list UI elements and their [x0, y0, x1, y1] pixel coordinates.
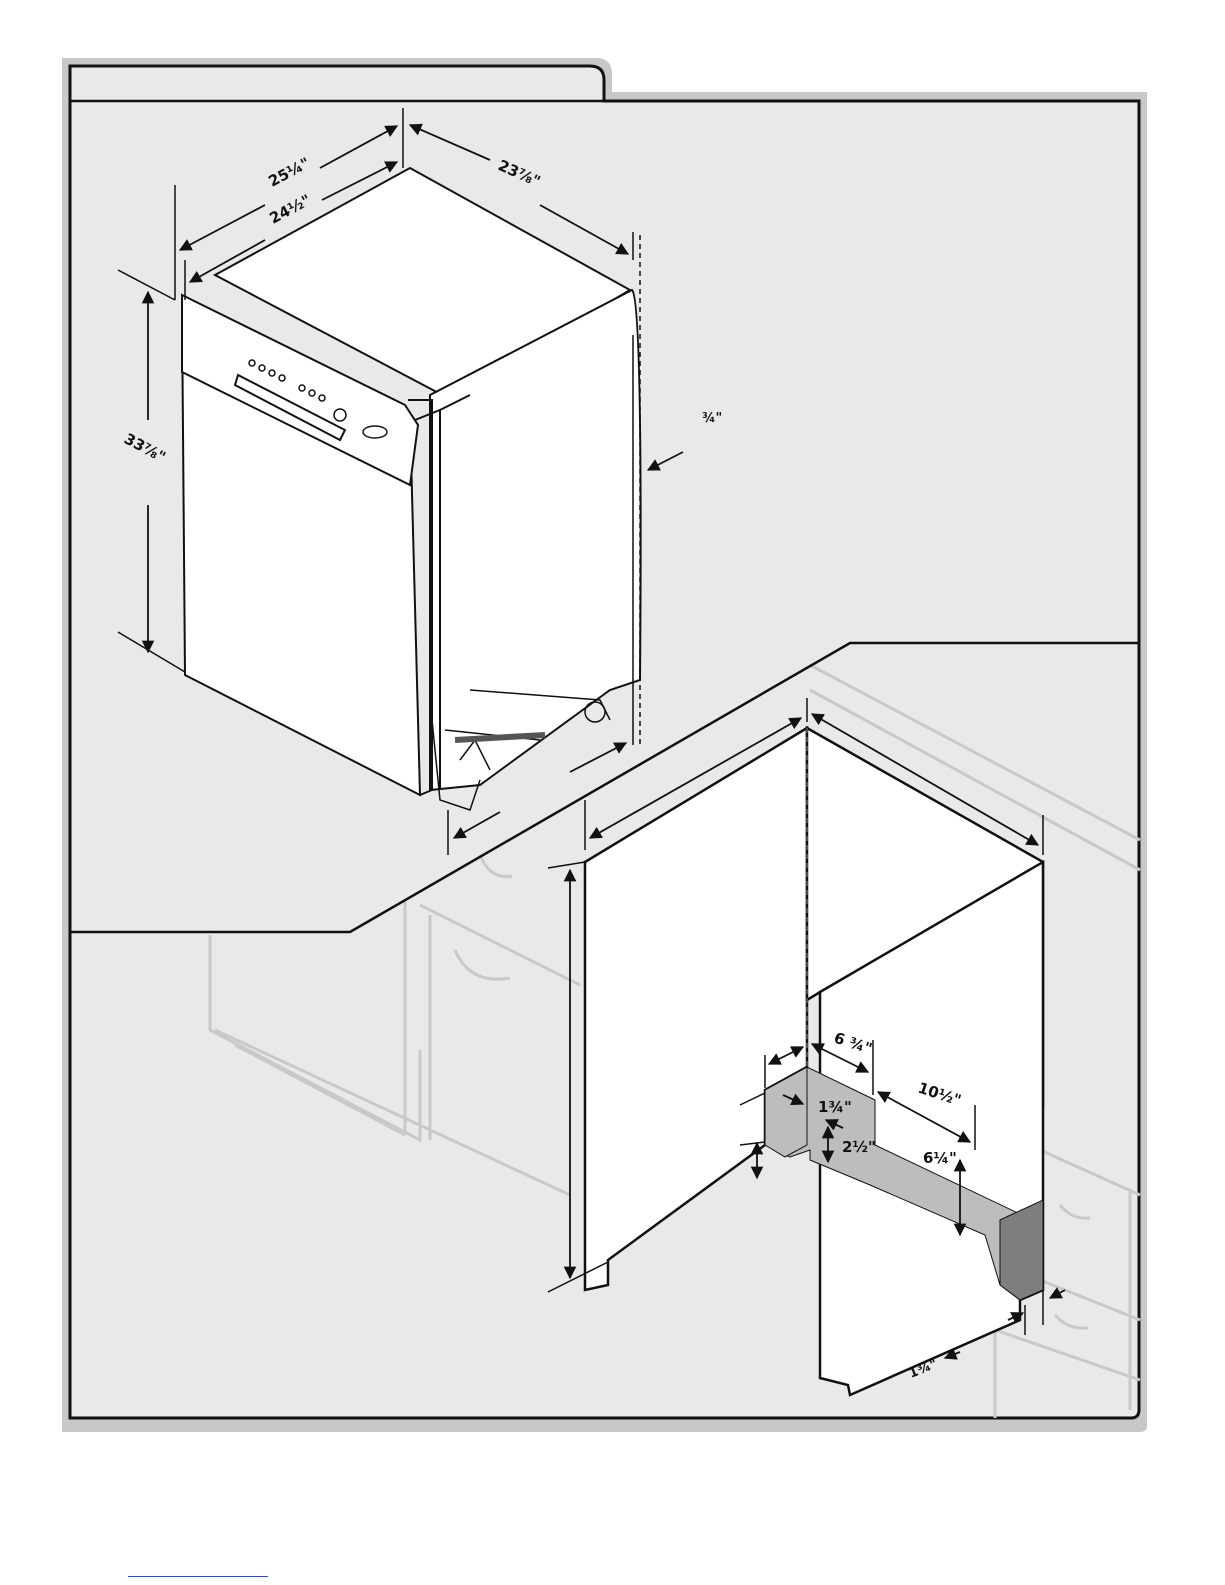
dim-1-3-4-upper: 1¾": [818, 1098, 852, 1116]
dishwasher: [182, 168, 641, 795]
dim-6-1-4: 6¼": [923, 1149, 957, 1167]
dim-side-gap: ¾": [702, 411, 722, 426]
footer-link-underline: [128, 1576, 268, 1577]
dim-2-1-2: 2½": [842, 1138, 876, 1156]
